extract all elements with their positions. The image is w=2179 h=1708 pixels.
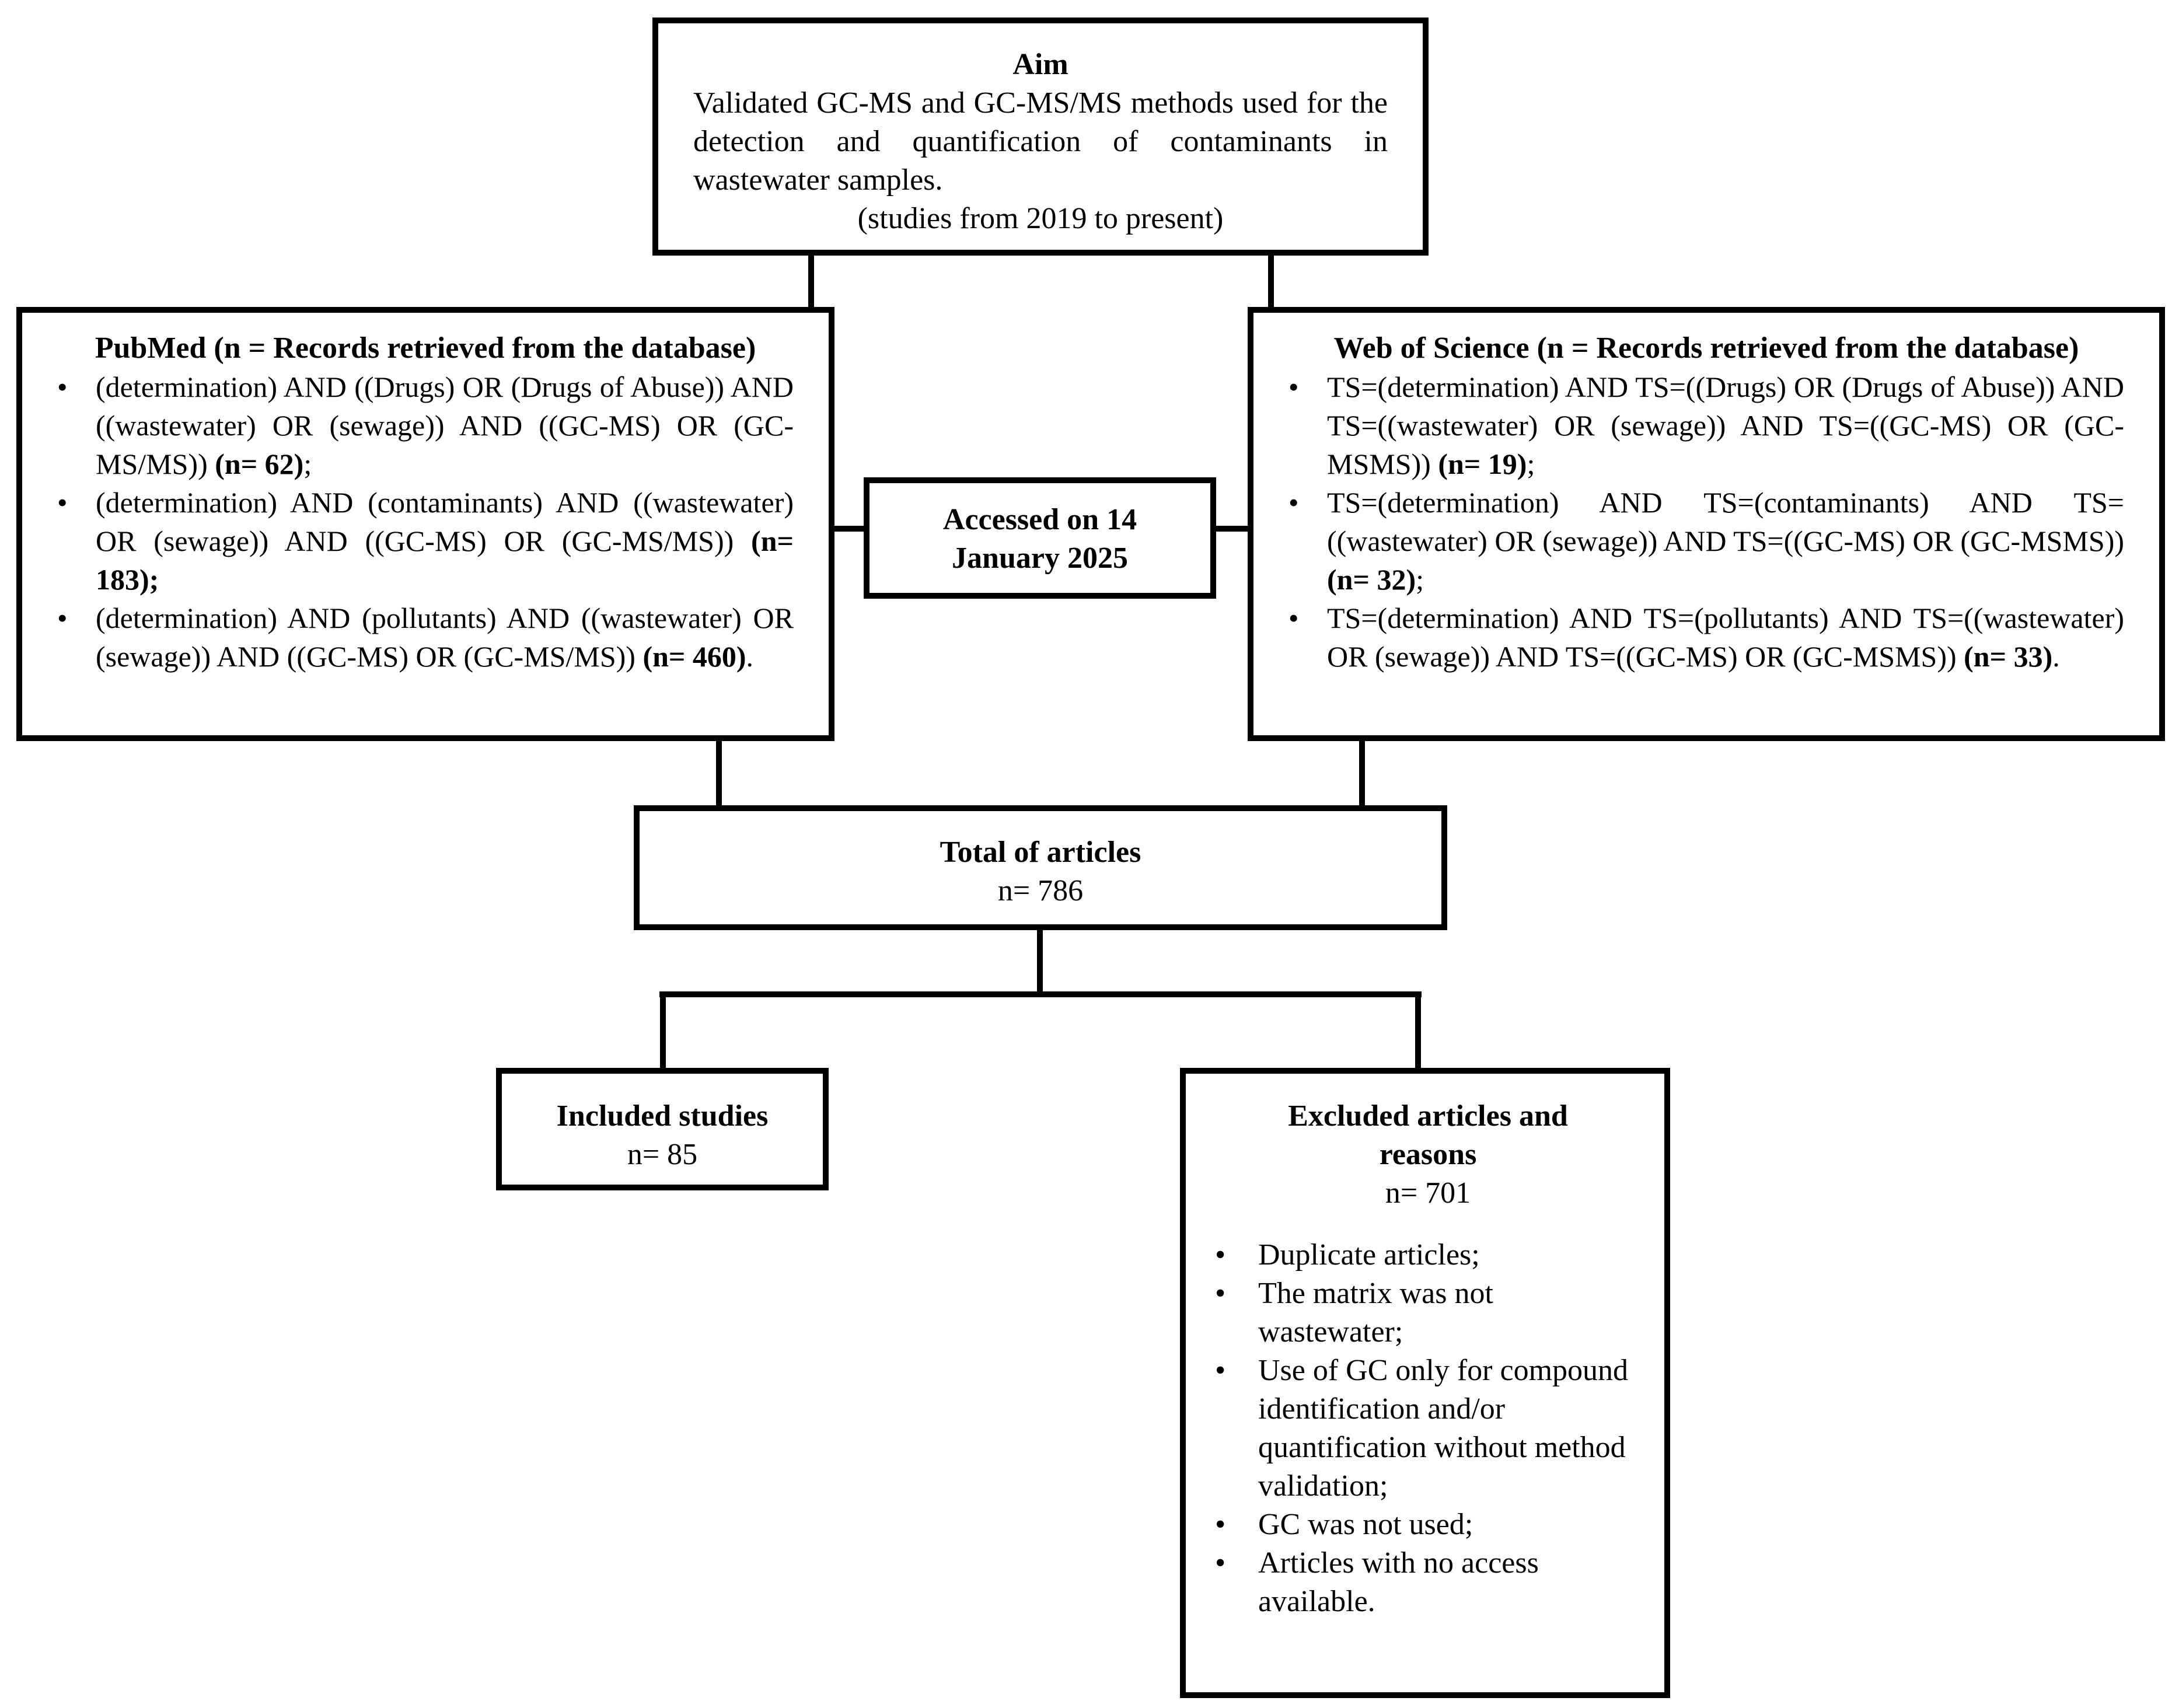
exclusion-reason: GC was not used; — [1215, 1506, 1641, 1544]
exclusion-reason: Duplicate articles; — [1215, 1236, 1641, 1274]
excluded-title-line-1: Excluded articles and — [1288, 1099, 1568, 1133]
accessed-line-2: January 2025 — [952, 542, 1128, 575]
pubmed-box: PubMed (n = Records retrieved from the d… — [16, 307, 834, 741]
exclusion-reason: The matrix was not wastewater; — [1215, 1274, 1641, 1351]
query-count: (n= 460) — [642, 640, 746, 673]
query-end: ; — [303, 448, 312, 480]
web-of-science-query-item: TS=(determination) AND TS=((Drugs) OR (D… — [1288, 368, 2124, 483]
total-articles-count: n= 786 — [997, 874, 1084, 907]
web-of-science-query-item: TS=(determination) AND TS=(pollutants) A… — [1288, 599, 2124, 676]
exclusion-reason: Use of GC only for compound identificati… — [1215, 1351, 1641, 1506]
excluded-count: n= 701 — [1385, 1176, 1471, 1210]
included-studies-title: Included studies — [556, 1099, 769, 1133]
query-text: (determination) AND ((Drugs) OR (Drugs o… — [96, 371, 794, 480]
aim-period: (studies from 2019 to present) — [857, 202, 1224, 235]
query-end: ; — [1416, 563, 1424, 596]
query-end: . — [746, 640, 754, 673]
web-of-science-box: Web of Science (n = Records retrieved fr… — [1248, 307, 2165, 741]
query-count: (n= 19) — [1438, 448, 1527, 480]
pubmed-query-item: (determination) AND (contaminants) AND (… — [57, 483, 794, 599]
total-articles-box: Total of articles n= 786 — [634, 805, 1447, 930]
excluded-title-line-2: reasons — [1379, 1138, 1477, 1171]
accessed-line-1: Accessed on 14 — [942, 503, 1137, 536]
query-text: TS=(determination) AND TS=(pollutants) A… — [1327, 602, 2124, 673]
query-count: (n= 32) — [1327, 563, 1416, 596]
aim-title: Aim — [1012, 48, 1068, 81]
query-count: (n= 33) — [1964, 640, 2053, 673]
pubmed-title: PubMed (n = Records retrieved from the d… — [95, 331, 756, 365]
query-text: TS=(determination) AND TS=((Drugs) OR (D… — [1327, 371, 2124, 480]
aim-description: Validated GC-MS and GC-MS/MS methods use… — [693, 86, 1388, 197]
included-studies-count: n= 85 — [627, 1138, 698, 1171]
query-end: ; — [1527, 448, 1535, 480]
query-text: TS=(determination) AND TS=(contaminants)… — [1327, 486, 2124, 557]
total-articles-title: Total of articles — [940, 836, 1141, 869]
exclusion-reason: Articles with no access available. — [1215, 1544, 1641, 1621]
web-of-science-query-list: TS=(determination) AND TS=((Drugs) OR (D… — [1288, 368, 2124, 676]
pubmed-query-list: (determination) AND ((Drugs) OR (Drugs o… — [57, 368, 794, 676]
web-of-science-title: Web of Science (n = Records retrieved fr… — [1333, 331, 2079, 365]
query-end: . — [2052, 640, 2060, 673]
included-studies-box: Included studies n= 85 — [496, 1068, 829, 1190]
query-text: (determination) AND (contaminants) AND (… — [96, 486, 794, 557]
query-count: (n= 183); — [96, 525, 794, 596]
web-of-science-query-item: TS=(determination) AND TS=(contaminants)… — [1288, 483, 2124, 599]
query-text: (determination) AND (pollutants) AND ((w… — [96, 602, 794, 673]
query-count: (n= 62) — [215, 448, 304, 480]
excluded-articles-box: Excluded articles and reasons n= 701 Dup… — [1180, 1068, 1670, 1698]
pubmed-query-item: (determination) AND (pollutants) AND ((w… — [57, 599, 794, 676]
aim-box: Aim Validated GC-MS and GC-MS/MS methods… — [652, 18, 1429, 256]
pubmed-query-item: (determination) AND ((Drugs) OR (Drugs o… — [57, 368, 794, 483]
exclusion-reasons-list: Duplicate articles; The matrix was not w… — [1215, 1236, 1641, 1621]
accessed-box: Accessed on 14 January 2025 — [864, 477, 1216, 599]
